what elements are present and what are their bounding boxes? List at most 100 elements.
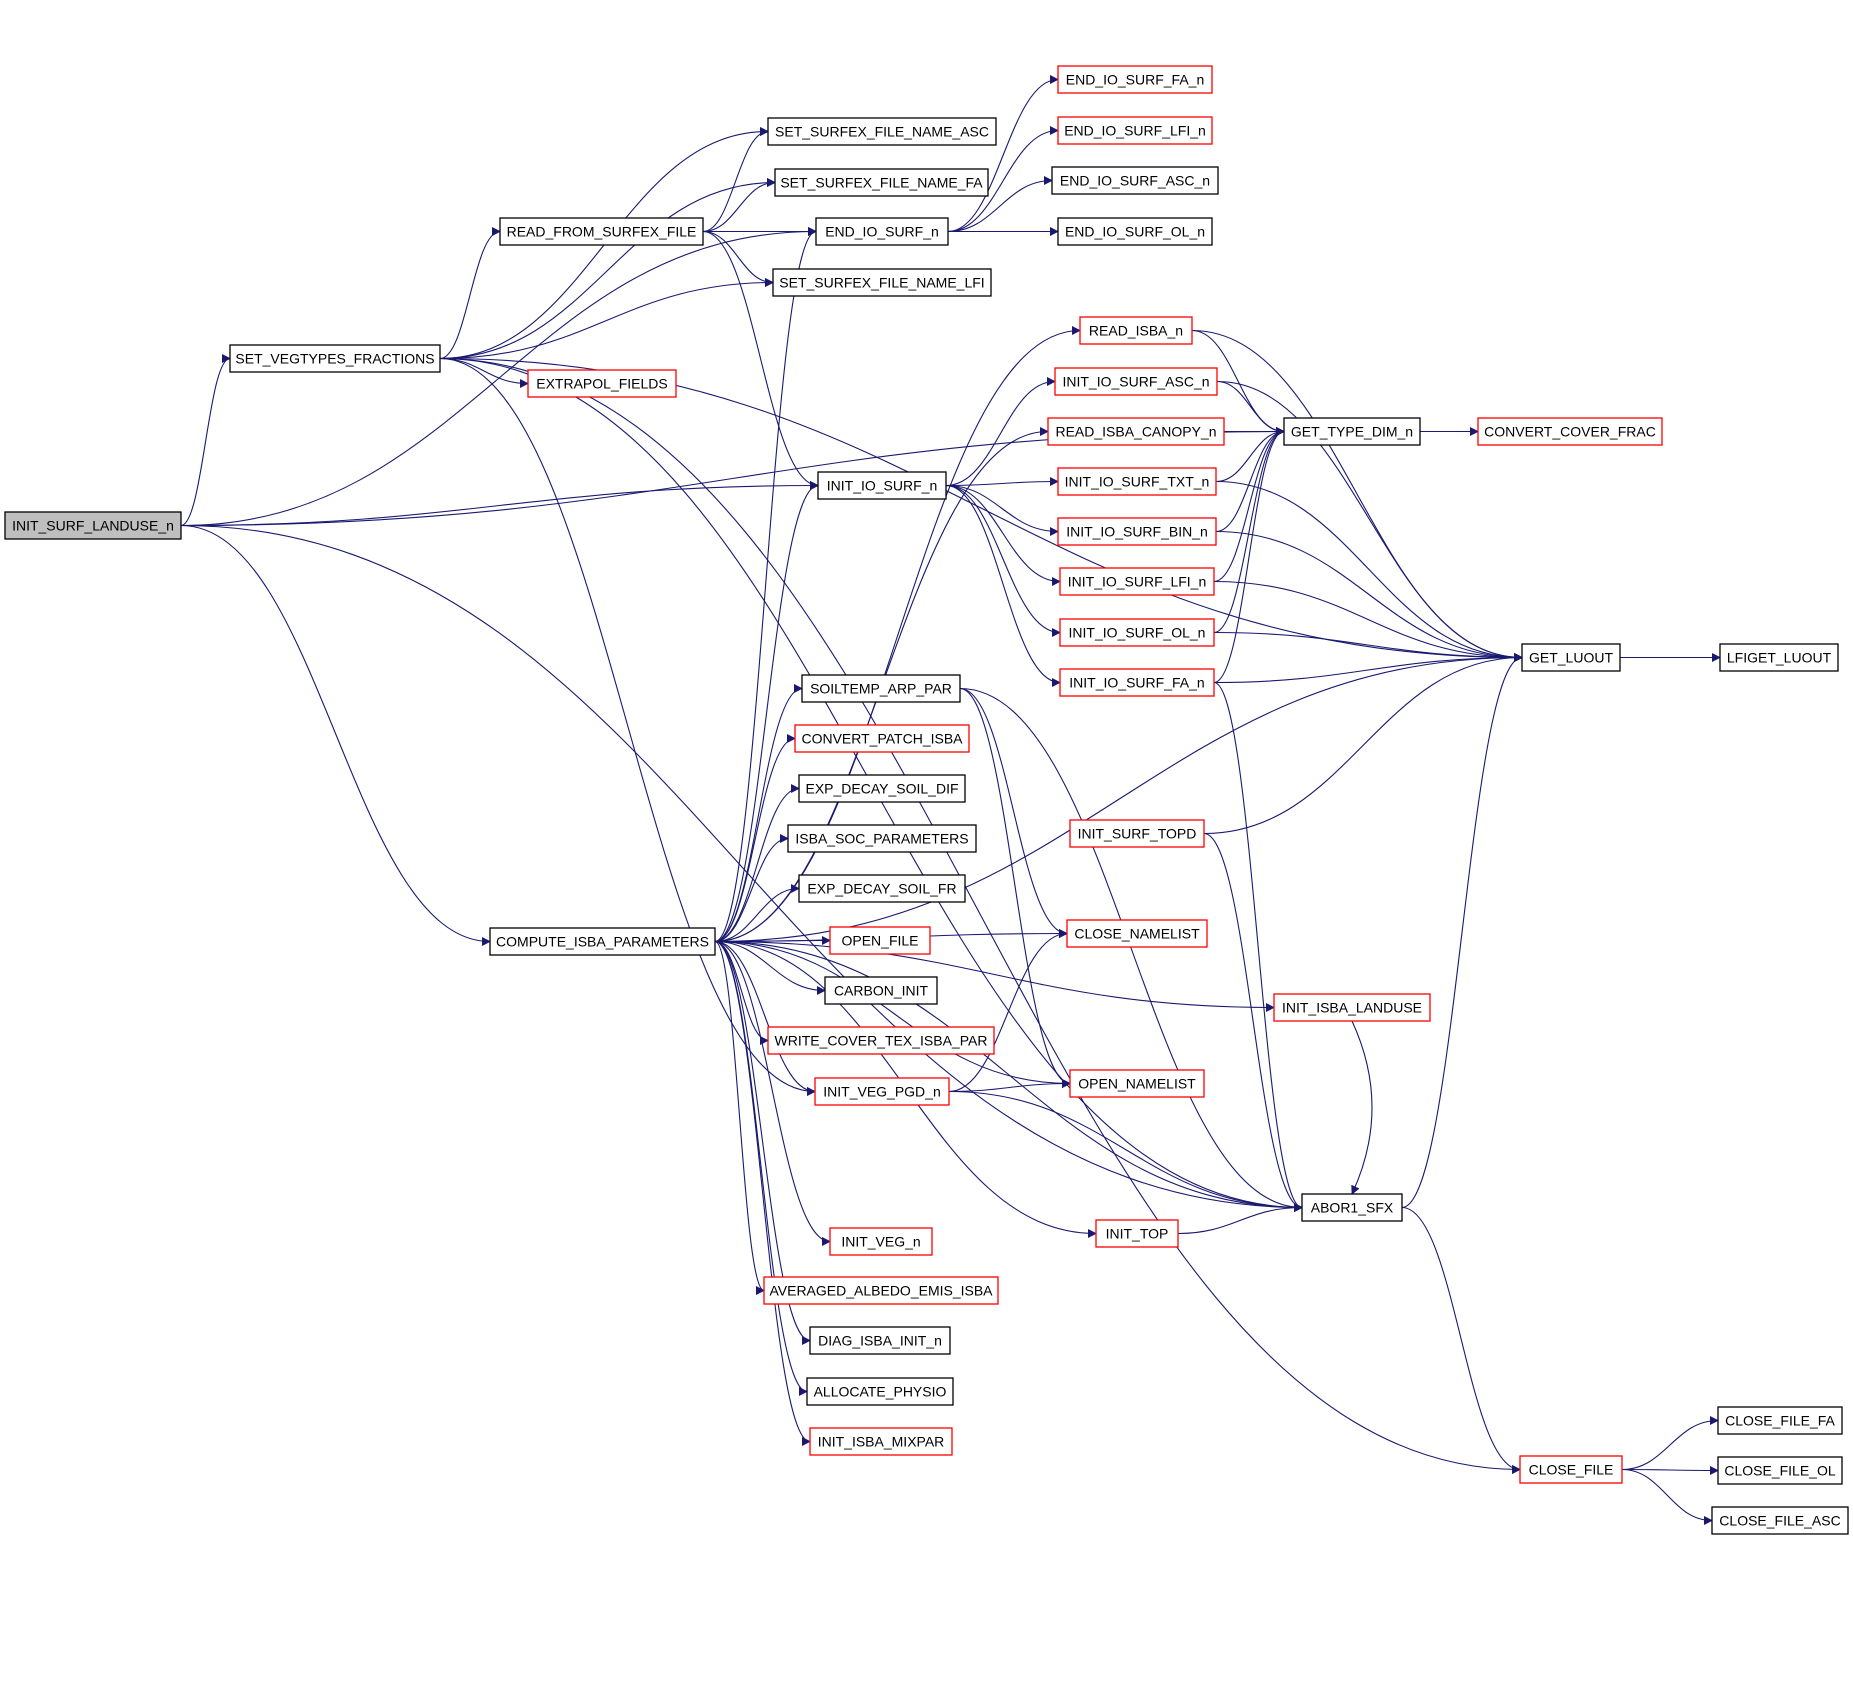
node-box[interactable] <box>4 511 182 540</box>
node-init-veg-pgd[interactable]: INIT_VEG_PGD_n <box>814 1077 950 1106</box>
node-init-topd[interactable]: INIT_SURF_TOPD <box>1069 819 1205 848</box>
node-box[interactable] <box>801 674 961 703</box>
node-diag-isba[interactable]: DIAG_ISBA_INIT_n <box>809 1326 951 1355</box>
node-box[interactable] <box>1057 116 1213 145</box>
node-box[interactable] <box>806 1377 954 1406</box>
node-set-vegtypes[interactable]: SET_VEGTYPES_FRACTIONS <box>229 344 441 373</box>
node-end-lfi[interactable]: END_IO_SURF_LFI_n <box>1057 116 1213 145</box>
node-box[interactable] <box>815 217 949 246</box>
node-box[interactable] <box>1719 643 1839 672</box>
node-init-bin[interactable]: INIT_IO_SURF_BIN_n <box>1057 517 1217 546</box>
node-box[interactable] <box>1047 417 1225 446</box>
node-get-type-dim[interactable]: GET_TYPE_DIM_n <box>1283 417 1421 446</box>
node-box[interactable] <box>1519 1455 1623 1484</box>
node-init-fa[interactable]: INIT_IO_SURF_FA_n <box>1059 668 1215 697</box>
node-box[interactable] <box>817 471 947 500</box>
node-box[interactable] <box>798 874 966 903</box>
node-init-isba-mixpar[interactable]: INIT_ISBA_MIXPAR <box>809 1427 953 1456</box>
node-box[interactable] <box>1283 417 1421 446</box>
node-box[interactable] <box>763 1276 999 1305</box>
node-box[interactable] <box>1059 668 1215 697</box>
node-box[interactable] <box>489 927 716 956</box>
node-close-ol[interactable]: CLOSE_FILE_OL <box>1717 1456 1843 1485</box>
node-box[interactable] <box>1054 367 1218 396</box>
node-box[interactable] <box>1057 217 1213 246</box>
node-box[interactable] <box>1273 993 1431 1022</box>
node-get-luout[interactable]: GET_LUOUT <box>1521 643 1621 672</box>
node-box[interactable] <box>1066 919 1208 948</box>
node-init-veg[interactable]: INIT_VEG_n <box>829 1227 933 1256</box>
node-box[interactable] <box>1079 316 1193 345</box>
node-read-from-surfex[interactable]: READ_FROM_SURFEX_FILE <box>499 217 704 246</box>
node-box[interactable] <box>794 724 970 753</box>
node-set-name-lfi[interactable]: SET_SURFEX_FILE_NAME_LFI <box>772 268 992 297</box>
node-exp-decay-dif[interactable]: EXP_DECAY_SOIL_DIF <box>798 774 966 803</box>
node-init-isba-landuse[interactable]: INIT_ISBA_LANDUSE <box>1273 993 1431 1022</box>
node-box[interactable] <box>767 1026 995 1055</box>
node-box[interactable] <box>772 268 992 297</box>
node-carbon-init[interactable]: CARBON_INIT <box>824 976 938 1005</box>
node-init-asc[interactable]: INIT_IO_SURF_ASC_n <box>1054 367 1218 396</box>
node-set-name-asc[interactable]: SET_SURFEX_FILE_NAME_ASC <box>767 117 997 146</box>
node-init-txt[interactable]: INIT_IO_SURF_TXT_n <box>1057 467 1217 496</box>
node-box[interactable] <box>1069 819 1205 848</box>
node-box[interactable] <box>1717 1406 1843 1435</box>
node-abor1[interactable]: ABOR1_SFX <box>1301 1193 1403 1222</box>
node-box[interactable] <box>1717 1456 1843 1485</box>
node-init-top[interactable]: INIT_TOP <box>1095 1219 1179 1248</box>
node-box[interactable] <box>1059 618 1215 647</box>
node-open-file[interactable]: OPEN_FILE <box>829 926 931 955</box>
node-box[interactable] <box>1301 1193 1403 1222</box>
node-init-io[interactable]: INIT_IO_SURF_n <box>817 471 947 500</box>
node-box[interactable] <box>1057 65 1213 94</box>
node-averaged-albedo[interactable]: AVERAGED_ALBEDO_EMIS_ISBA <box>763 1276 999 1305</box>
node-box[interactable] <box>1095 1219 1179 1248</box>
node-open-namelist[interactable]: OPEN_NAMELIST <box>1069 1069 1205 1098</box>
node-exp-decay-fr[interactable]: EXP_DECAY_SOIL_FR <box>798 874 966 903</box>
node-box[interactable] <box>1051 166 1219 195</box>
node-end-asc[interactable]: END_IO_SURF_ASC_n <box>1051 166 1219 195</box>
node-box[interactable] <box>824 976 938 1005</box>
node-read-isba[interactable]: READ_ISBA_n <box>1079 316 1193 345</box>
node-extrapol[interactable]: EXTRAPOL_FIELDS <box>527 369 677 398</box>
node-box[interactable] <box>527 369 677 398</box>
node-init-ol[interactable]: INIT_IO_SURF_OL_n <box>1059 618 1215 647</box>
node-end-io[interactable]: END_IO_SURF_n <box>815 217 949 246</box>
node-close-file[interactable]: CLOSE_FILE <box>1519 1455 1623 1484</box>
node-box[interactable] <box>1521 643 1621 672</box>
node-box[interactable] <box>229 344 441 373</box>
node-box[interactable] <box>1069 1069 1205 1098</box>
node-compute-isba[interactable]: COMPUTE_ISBA_PARAMETERS <box>489 927 716 956</box>
node-box[interactable] <box>499 217 704 246</box>
node-close-asc[interactable]: CLOSE_FILE_ASC <box>1711 1506 1849 1535</box>
node-set-name-fa[interactable]: SET_SURFEX_FILE_NAME_FA <box>774 168 989 197</box>
node-convert-patch[interactable]: CONVERT_PATCH_ISBA <box>794 724 970 753</box>
node-soiltemp[interactable]: SOILTEMP_ARP_PAR <box>801 674 961 703</box>
node-box[interactable] <box>1059 567 1215 596</box>
node-box[interactable] <box>774 168 989 197</box>
node-box[interactable] <box>1057 467 1217 496</box>
node-box[interactable] <box>809 1326 951 1355</box>
node-convert-cover[interactable]: CONVERT_COVER_FRAC <box>1477 417 1663 446</box>
node-box[interactable] <box>829 926 931 955</box>
node-read-canopy[interactable]: READ_ISBA_CANOPY_n <box>1047 417 1225 446</box>
node-write-cover[interactable]: WRITE_COVER_TEX_ISBA_PAR <box>767 1026 995 1055</box>
node-box[interactable] <box>767 117 997 146</box>
node-close-namelist[interactable]: CLOSE_NAMELIST <box>1066 919 1208 948</box>
node-box[interactable] <box>1711 1506 1849 1535</box>
node-lfiget-luout[interactable]: LFIGET_LUOUT <box>1719 643 1839 672</box>
node-box[interactable] <box>798 774 966 803</box>
node-box[interactable] <box>809 1427 953 1456</box>
node-box[interactable] <box>1477 417 1663 446</box>
node-init-lfi[interactable]: INIT_IO_SURF_LFI_n <box>1059 567 1215 596</box>
node-end-fa[interactable]: END_IO_SURF_FA_n <box>1057 65 1213 94</box>
node-box[interactable] <box>814 1077 950 1106</box>
node-allocate-physio[interactable]: ALLOCATE_PHYSIO <box>806 1377 954 1406</box>
node-box[interactable] <box>787 824 977 853</box>
node-box[interactable] <box>1057 517 1217 546</box>
node-isba-soc[interactable]: ISBA_SOC_PARAMETERS <box>787 824 977 853</box>
node-close-fa[interactable]: CLOSE_FILE_FA <box>1717 1406 1843 1435</box>
node-init-surf-landuse[interactable]: INIT_SURF_LANDUSE_n <box>4 511 182 540</box>
node-end-ol[interactable]: END_IO_SURF_OL_n <box>1057 217 1213 246</box>
node-box[interactable] <box>829 1227 933 1256</box>
